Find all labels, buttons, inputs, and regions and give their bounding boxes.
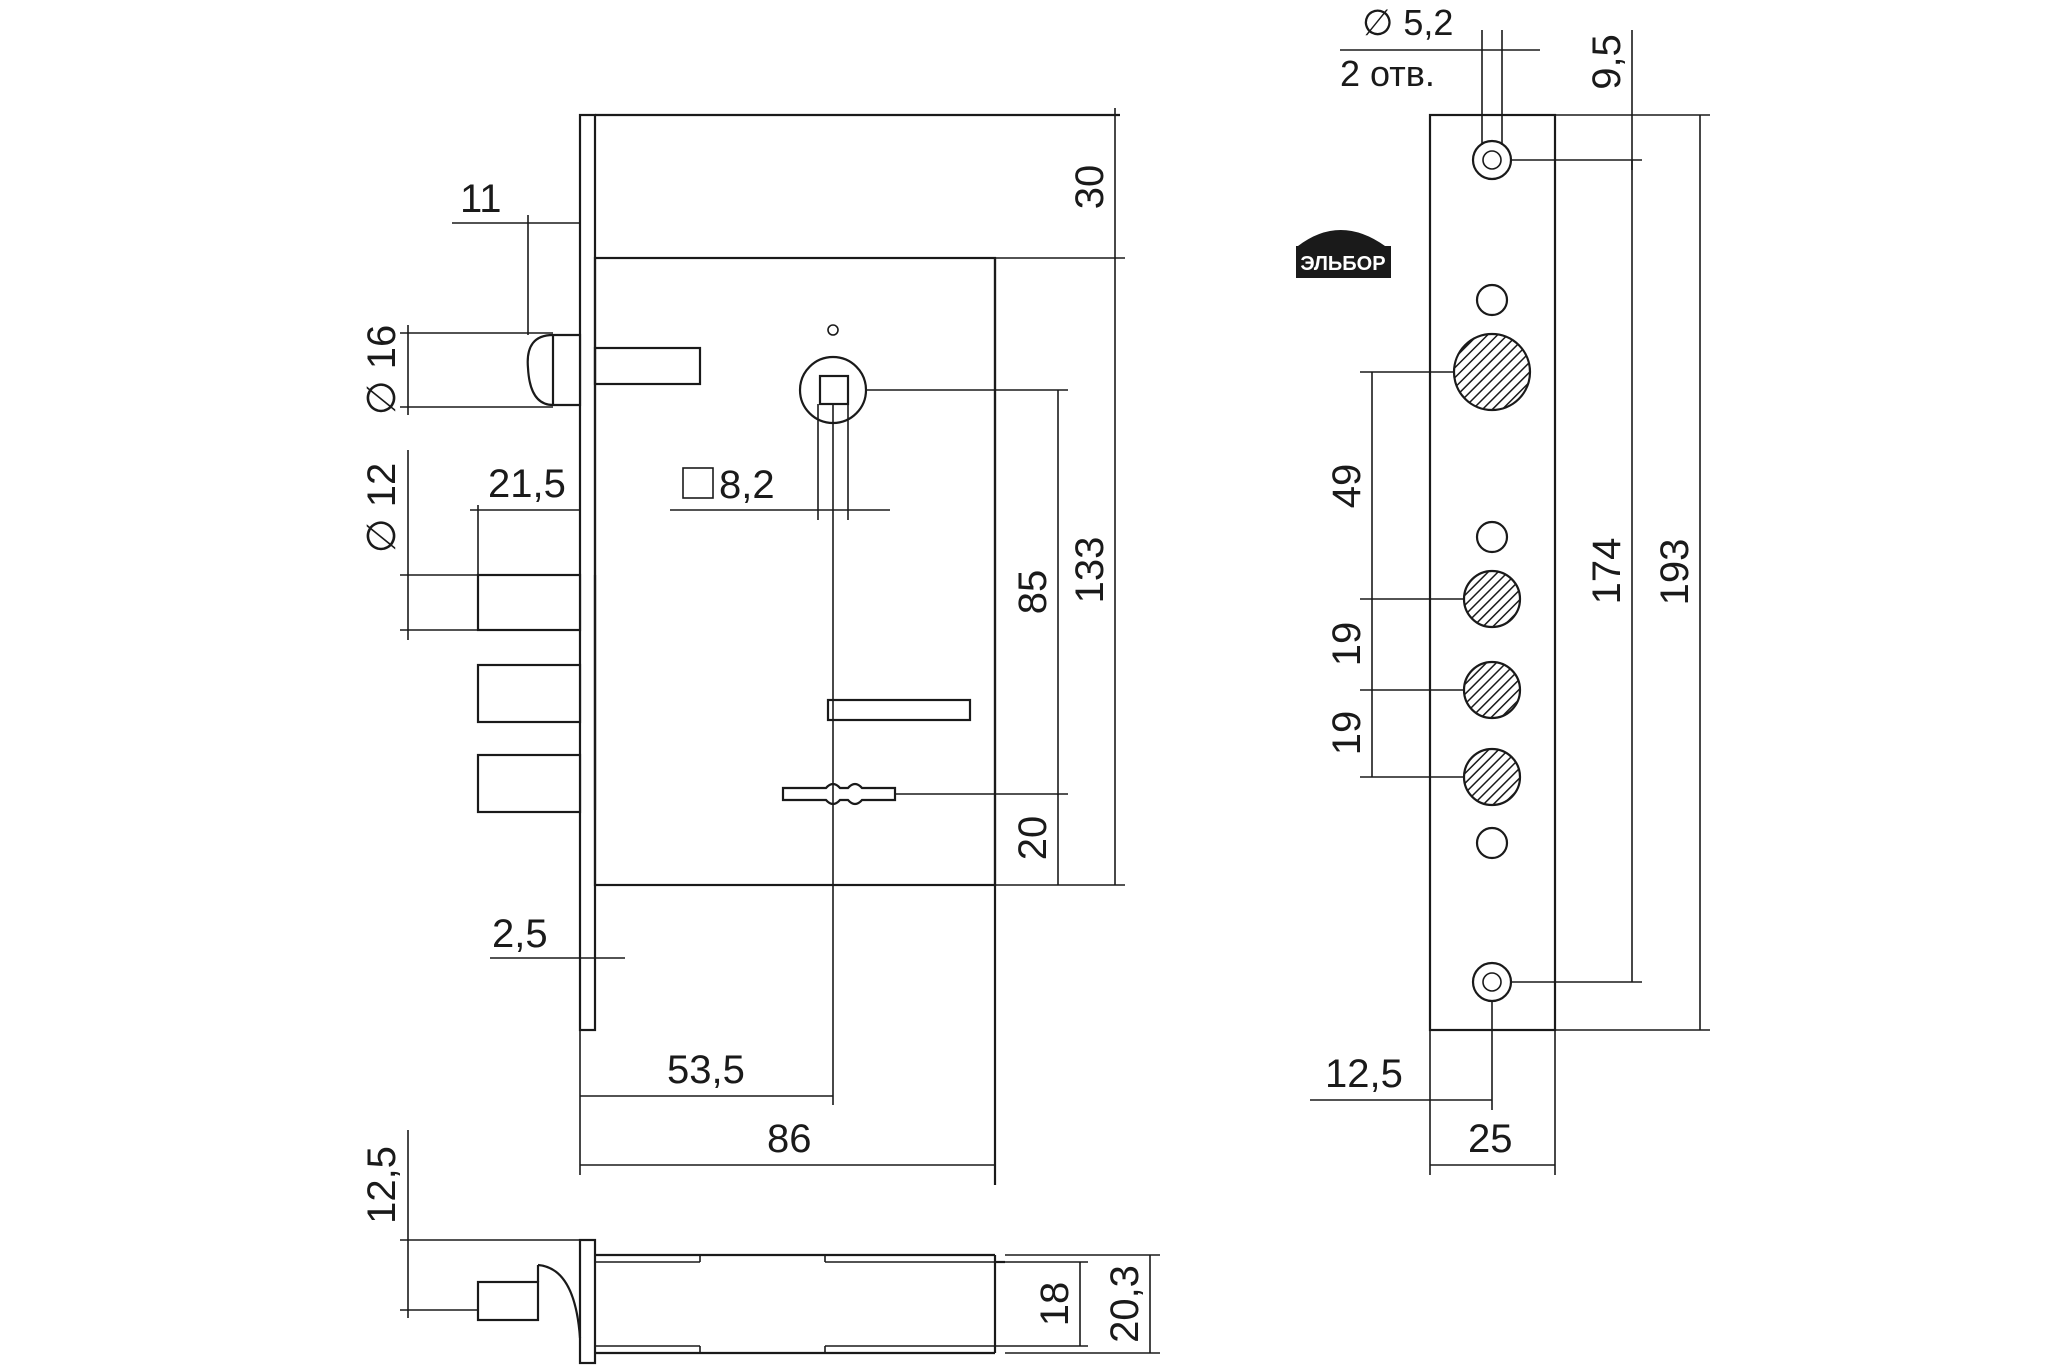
dim-30: 30: [1068, 108, 1116, 268]
svg-text:11: 11: [460, 177, 502, 221]
svg-text:19: 19: [1325, 711, 1369, 756]
svg-text:53,5: 53,5: [667, 1048, 745, 1092]
keyhole: [781, 782, 897, 806]
dim-2-5: 2,5: [490, 912, 625, 959]
svg-text:ЭЛЬБОР: ЭЛЬБОР: [1300, 253, 1385, 275]
dim-square-8-2: 8,2: [670, 463, 890, 511]
latch-tongue: [593, 346, 702, 386]
small-bolt-3: [476, 753, 582, 814]
side-hole-1: [1475, 283, 1509, 317]
bottom-latch: [476, 1280, 540, 1322]
svg-text:25: 25: [1468, 1117, 1513, 1161]
svg-text:18: 18: [1033, 1282, 1077, 1327]
svg-text:19: 19: [1325, 622, 1369, 667]
side-hole-3: [1475, 826, 1509, 860]
dim-21-5: 21,5: [470, 462, 580, 575]
svg-text:20,3: 20,3: [1103, 1265, 1147, 1343]
svg-text:2 отв.: 2 отв.: [1340, 53, 1435, 94]
front-faceplate: [578, 113, 597, 1032]
dim-d16: ∅ 16: [360, 325, 553, 415]
dim-20: 20: [895, 793, 1068, 885]
svg-text:20: 20: [1011, 816, 1055, 861]
side-bolt-1: [1462, 569, 1522, 629]
svg-text:9,5: 9,5: [1585, 34, 1629, 90]
front-view: 11 ∅ 16 ∅ 12 21,5 8,2: [360, 108, 1125, 1185]
dim-hole-5-2: ∅ 5,2 2 отв.: [1340, 2, 1540, 145]
svg-text:49: 49: [1325, 464, 1369, 509]
elbor-logo: ЭЛЬБОР: [1296, 230, 1391, 278]
side-bolt-main: [1452, 332, 1532, 412]
svg-text:∅ 12: ∅ 12: [360, 463, 404, 553]
spindle-pin-hole: [827, 324, 839, 336]
lock-body: [593, 256, 997, 887]
dim-25: 25: [1429, 1030, 1556, 1175]
bottom-faceplate: [578, 1238, 597, 1365]
dim-86: 86: [580, 1117, 995, 1166]
svg-text:8,2: 8,2: [719, 463, 775, 507]
dim-20-3: 20,3: [1005, 1254, 1160, 1354]
svg-text:12,5: 12,5: [1325, 1052, 1403, 1096]
small-bolt-1: [476, 573, 582, 632]
dim-9-5: 9,5: [1510, 30, 1710, 170]
bottom-latch-curve: [537, 1263, 582, 1339]
svg-text:86: 86: [767, 1117, 812, 1161]
side-view: ЭЛЬБОР ∅ 5,2 2 отв. 9,5 174 193: [1296, 2, 1710, 1175]
svg-text:193: 193: [1653, 539, 1697, 606]
dim-side-12-5: 12,5: [1310, 1001, 1493, 1110]
side-hole-2: [1475, 520, 1509, 554]
svg-text:∅ 5,2: ∅ 5,2: [1362, 2, 1453, 43]
svg-text:133: 133: [1068, 537, 1112, 604]
mount-hole-bottom: [1471, 961, 1513, 1003]
bottom-view: 12,5 18 20,3: [360, 1130, 1160, 1365]
dim-18: 18: [995, 1261, 1088, 1347]
dim-53-5: 53,5: [579, 1030, 833, 1175]
body-slot: [826, 698, 972, 722]
svg-text:21,5: 21,5: [488, 462, 566, 506]
dim-193: 193: [1555, 115, 1710, 1031]
side-bolt-3: [1462, 747, 1522, 807]
svg-text:∅ 16: ∅ 16: [360, 325, 404, 415]
side-bolt-2: [1462, 660, 1522, 720]
dim-11: 11: [452, 177, 580, 335]
svg-text:174: 174: [1585, 538, 1629, 605]
spindle-square: [818, 374, 850, 406]
small-bolt-2: [476, 663, 582, 724]
svg-text:85: 85: [1011, 570, 1055, 615]
dim-d12: ∅ 12: [360, 450, 478, 640]
mount-hole-top: [1471, 139, 1513, 181]
dim-49-19-19: 49 19 19: [1325, 371, 1464, 778]
svg-text:12,5: 12,5: [360, 1146, 404, 1224]
svg-text:2,5: 2,5: [492, 912, 548, 956]
dim-174: 174: [1510, 160, 1642, 983]
svg-text:30: 30: [1068, 165, 1112, 210]
dim-133: 133: [995, 268, 1125, 886]
dim-bottom-12-5: 12,5: [360, 1130, 580, 1318]
dim-85: 85: [866, 389, 1068, 795]
